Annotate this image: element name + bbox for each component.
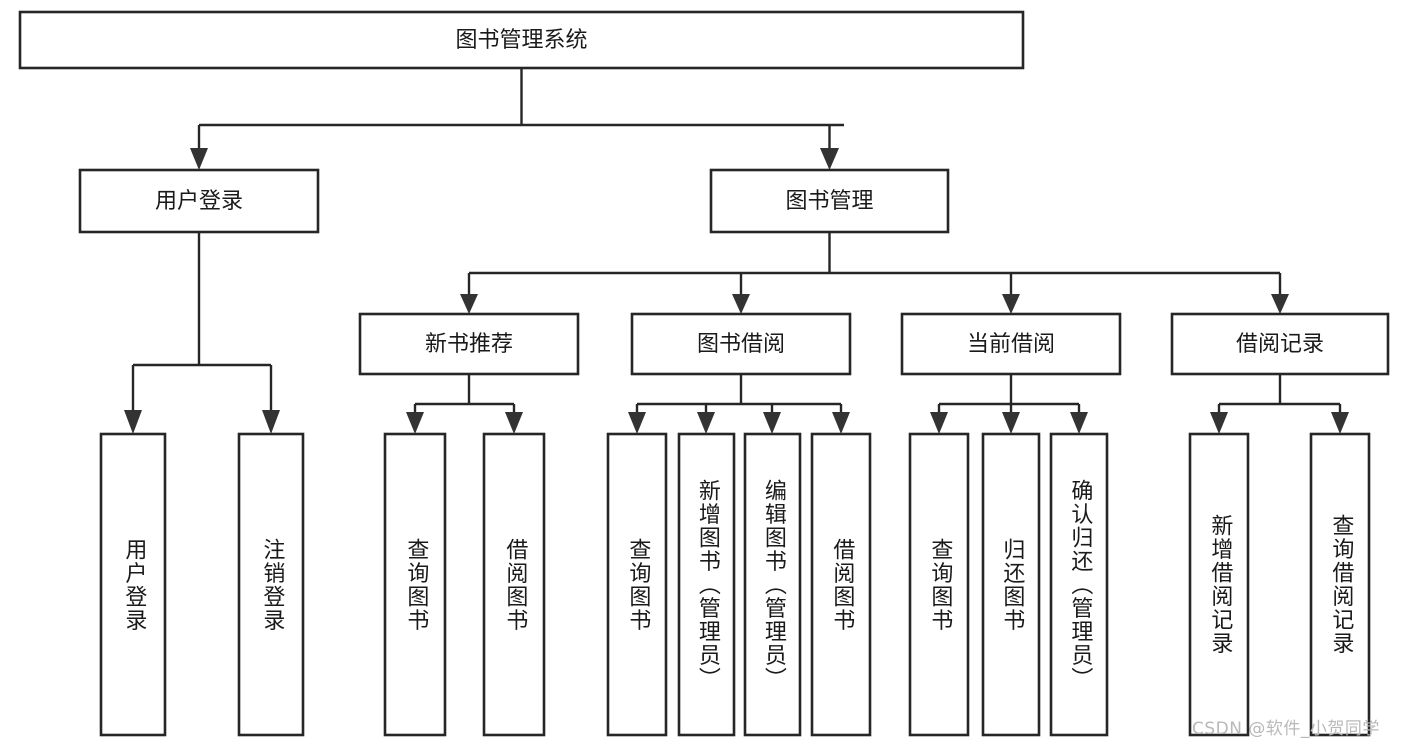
- arrowhead-borrow-record: [1271, 294, 1289, 314]
- node-current-borrow-label: 当前借阅: [967, 332, 1055, 357]
- node-borrow-record-box[interactable]: [1170, 312, 1390, 376]
- arrowhead-user-login: [190, 148, 208, 170]
- node-root-box[interactable]: [18, 10, 1025, 70]
- connectors-book-borrow-children: [628, 374, 850, 434]
- arrowhead-new-book: [460, 294, 478, 314]
- arrowhead-leaf-13: [1331, 412, 1349, 434]
- arrowhead-leaf-7: [763, 412, 781, 434]
- arrowhead-leaf-10: [1002, 412, 1020, 434]
- arrowhead-leaf-8: [832, 412, 850, 434]
- arrowhead-book-borrow: [732, 294, 750, 314]
- node-user-login-box[interactable]: [78, 168, 320, 234]
- connectors-root-to-level2: [190, 68, 844, 170]
- leaf-box-query-record[interactable]: [1309, 432, 1371, 737]
- connectors-level2-to-level3: [460, 232, 1289, 314]
- node-borrow-record-label: 借阅记录: [1236, 332, 1324, 357]
- leaf-box-confirm-return[interactable]: [1049, 432, 1109, 737]
- leaf-box-logout[interactable]: [237, 432, 305, 737]
- connectors-current-borrow-children: [930, 374, 1088, 434]
- arrowhead-leaf-6: [697, 412, 715, 434]
- leaf-box-return-book[interactable]: [981, 432, 1041, 737]
- leaf-box-add-record[interactable]: [1188, 432, 1250, 737]
- csdn-watermark: CSDN @软件_小贺同学: [1192, 719, 1380, 739]
- node-book-mgmt-box[interactable]: [709, 168, 950, 234]
- arrowhead-leaf-12: [1210, 412, 1228, 434]
- arrowhead-leaf-4: [505, 412, 523, 434]
- node-book-borrow-label: 图书借阅: [697, 332, 785, 357]
- arrowhead-leaf-9: [930, 412, 948, 434]
- arrowhead-leaf-11: [1070, 412, 1088, 434]
- leaf-box-user-login[interactable]: [99, 432, 167, 737]
- node-current-borrow-box[interactable]: [900, 312, 1122, 376]
- leaf-box-query-book-2[interactable]: [606, 432, 668, 737]
- node-new-book-label: 新书推荐: [425, 332, 513, 357]
- node-root-label: 图书管理系统: [455, 28, 587, 53]
- leaf-box-query-book-1[interactable]: [383, 432, 447, 737]
- node-book-borrow-box[interactable]: [630, 312, 852, 376]
- arrowhead-leaf-5: [628, 412, 646, 434]
- leaf-box-query-book-3[interactable]: [908, 432, 970, 737]
- connectors-borrow-record-children: [1210, 374, 1349, 434]
- leaf-box-add-book[interactable]: [677, 432, 736, 737]
- node-new-book-box[interactable]: [358, 312, 580, 376]
- node-book-mgmt-label: 图书管理: [785, 189, 873, 214]
- arrowhead-current-borrow: [1002, 294, 1020, 314]
- arrowhead-leaf-3: [406, 412, 424, 434]
- leaf-box-borrow-book-1[interactable]: [482, 432, 546, 737]
- connectors-new-book-children: [406, 374, 523, 434]
- leaf-box-edit-book[interactable]: [743, 432, 802, 737]
- node-user-login-label: 用户登录: [155, 189, 243, 214]
- arrowhead-book-mgmt: [820, 148, 839, 170]
- arrowhead-leaf-2: [262, 410, 280, 434]
- arrowhead-leaf-1: [124, 410, 142, 434]
- connectors-user-login-children: [124, 232, 280, 434]
- leaf-box-borrow-book-2[interactable]: [810, 432, 872, 737]
